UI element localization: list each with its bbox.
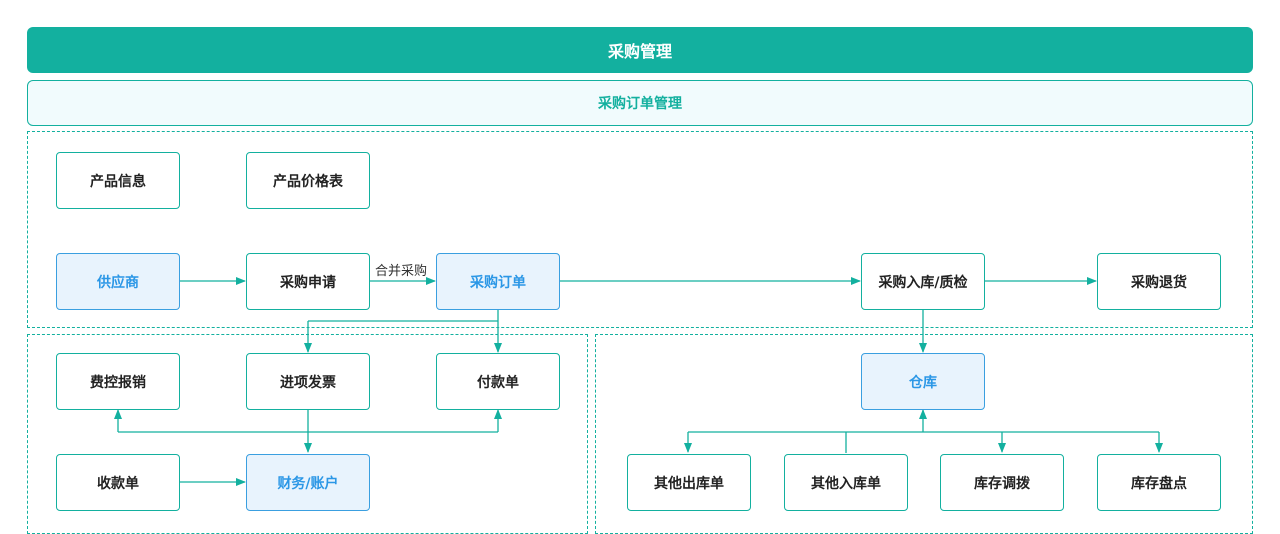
section-title-purchase-order-management: 采购订单管理 bbox=[27, 80, 1253, 126]
node-expense-control[interactable]: 费控报销 bbox=[56, 353, 180, 410]
node-finance-account[interactable]: 财务/账户 bbox=[246, 454, 370, 511]
node-other-outbound[interactable]: 其他出库单 bbox=[627, 454, 751, 511]
node-purchase-return[interactable]: 采购退货 bbox=[1097, 253, 1221, 310]
region-purchase-flow bbox=[27, 131, 1253, 328]
node-stock-transfer[interactable]: 库存调拨 bbox=[940, 454, 1064, 511]
page-title: 采购管理 bbox=[27, 27, 1253, 73]
node-product-info[interactable]: 产品信息 bbox=[56, 152, 180, 209]
node-purchase-order[interactable]: 采购订单 bbox=[436, 253, 560, 310]
node-supplier[interactable]: 供应商 bbox=[56, 253, 180, 310]
node-payment-slip[interactable]: 付款单 bbox=[436, 353, 560, 410]
edge-label-merge-purchase: 合并采购 bbox=[375, 264, 428, 279]
node-receipt-slip[interactable]: 收款单 bbox=[56, 454, 180, 511]
node-stock-count[interactable]: 库存盘点 bbox=[1097, 454, 1221, 511]
node-input-invoice[interactable]: 进项发票 bbox=[246, 353, 370, 410]
node-purchase-inbound[interactable]: 采购入库/质检 bbox=[861, 253, 985, 310]
node-other-inbound[interactable]: 其他入库单 bbox=[784, 454, 908, 511]
node-product-price[interactable]: 产品价格表 bbox=[246, 152, 370, 209]
node-warehouse[interactable]: 仓库 bbox=[861, 353, 985, 410]
node-purchase-request[interactable]: 采购申请 bbox=[246, 253, 370, 310]
